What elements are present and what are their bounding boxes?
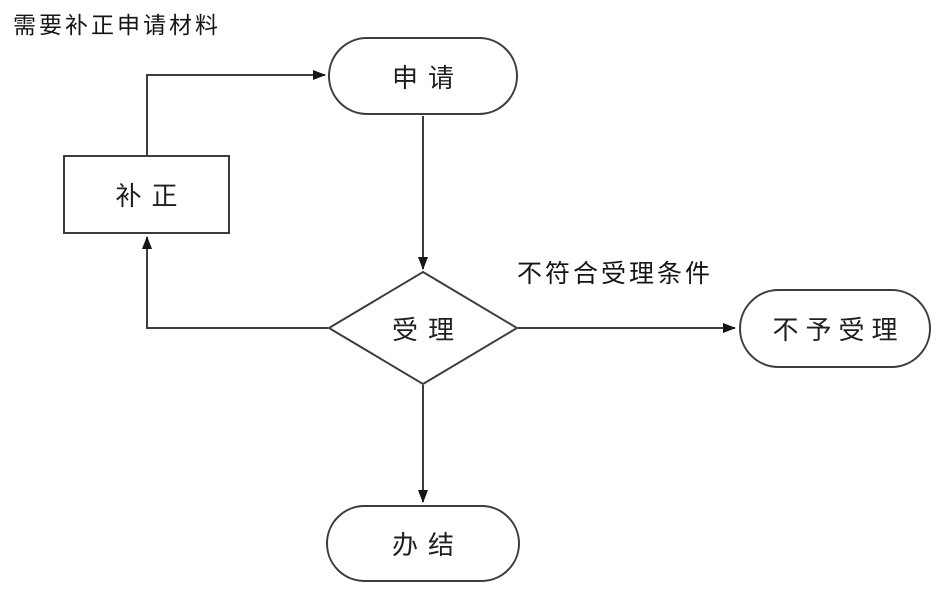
node-complete: 办结 <box>326 505 520 582</box>
node-accept: 受理 <box>353 300 493 356</box>
node-apply: 申请 <box>328 37 518 115</box>
node-accept-label: 受理 <box>391 315 464 346</box>
node-reject: 不予受理 <box>739 289 931 368</box>
edge-label-not-meet-conditions: 不符合受理条件 <box>517 259 714 288</box>
edge-label-need-supplement: 需要补正申请材料 <box>13 13 221 39</box>
node-supplement: 补正 <box>63 155 230 234</box>
node-supplement-label: 补正 <box>115 182 188 212</box>
node-reject-label: 不予受理 <box>772 316 905 346</box>
node-apply-label: 申请 <box>391 63 464 94</box>
node-complete-label: 办结 <box>391 531 464 561</box>
edge-accept-to-supplement <box>142 236 328 329</box>
accept-diamond-shape <box>327 270 519 386</box>
edge-supplement-to-apply <box>146 70 326 155</box>
